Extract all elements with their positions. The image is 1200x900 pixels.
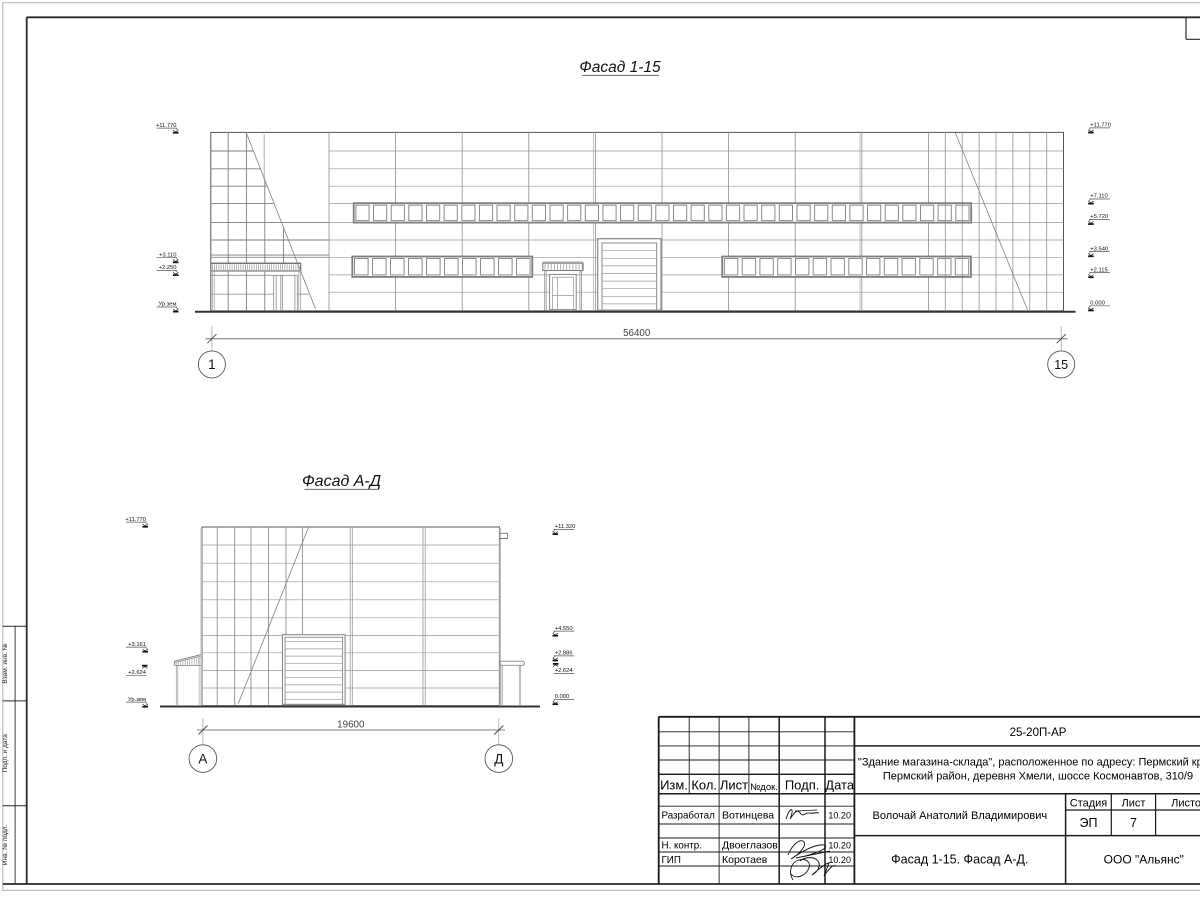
svg-text:№док.: №док. [750,782,778,793]
svg-text:Вотинцева: Вотинцева [722,810,774,822]
svg-text:+5.720: +5.720 [1090,214,1108,220]
svg-text:+3.110: +3.110 [159,252,176,258]
svg-text:+2.250: +2.250 [159,265,177,271]
svg-text:0.000: 0.000 [555,694,570,700]
svg-text:+11.770: +11.770 [125,517,146,523]
svg-text:10.20: 10.20 [828,840,851,850]
svg-text:Коротаев: Коротаев [722,854,768,866]
svg-text:+2.624: +2.624 [555,668,574,674]
svg-text:7: 7 [1130,816,1137,830]
svg-text:+2.624: +2.624 [128,670,147,676]
svg-text:+3.161: +3.161 [128,642,146,648]
svg-text:Фасад 1-15. Фасад А-Д.: Фасад 1-15. Фасад А-Д. [891,853,1028,867]
svg-text:+2.115: +2.115 [1090,267,1107,273]
svg-text:Лист: Лист [720,777,748,792]
svg-text:+4.550: +4.550 [555,626,573,632]
svg-text:Ур.зем: Ур.зем [128,697,146,703]
svg-text:+11.320: +11.320 [555,524,576,530]
svg-text:Взам. инв. №: Взам. инв. № [2,643,9,683]
svg-text:19600: 19600 [337,719,365,730]
svg-text:Разработал: Разработал [662,810,716,821]
svg-text:+11.770: +11.770 [1090,123,1111,129]
svg-text:+11.770: +11.770 [156,123,177,129]
svg-text:"Здание магазина-склада", расп: "Здание магазина-склада", расположенное … [858,756,1200,768]
svg-text:10.20: 10.20 [828,855,851,865]
svg-text:1: 1 [208,357,216,372]
svg-text:Подп. и дата: Подп. и дата [2,734,9,773]
svg-text:+2.886: +2.886 [555,651,573,657]
svg-text:ЭП: ЭП [1080,816,1098,830]
svg-text:Фасад 1-15: Фасад 1-15 [579,59,661,76]
svg-text:0.000: 0.000 [1090,301,1105,307]
svg-text:ГИП: ГИП [662,855,681,866]
svg-text:+7.110: +7.110 [1090,194,1107,200]
svg-text:15: 15 [1054,358,1068,372]
svg-text:Пермский район, деревня Хмели,: Пермский район, деревня Хмели, шоссе Кос… [883,770,1193,782]
svg-text:56400: 56400 [623,328,651,339]
svg-text:Волочай Анатолий Владимирович: Волочай Анатолий Владимирович [872,810,1047,822]
svg-text:А: А [198,752,207,767]
svg-text:Кол.: Кол. [691,777,717,792]
svg-text:25-20П-АР: 25-20П-АР [1010,727,1067,739]
svg-text:Н. контр.: Н. контр. [662,840,702,851]
svg-text:Двоеглазов: Двоеглазов [722,840,778,852]
svg-text:Подп.: Подп. [785,777,820,792]
svg-text:Стадия: Стадия [1070,797,1108,809]
svg-text:Лист: Лист [1122,797,1146,809]
svg-text:+3.540: +3.540 [1090,246,1108,252]
svg-text:Изм.: Изм. [660,777,688,792]
svg-text:ООО "Альянс": ООО "Альянс" [1104,853,1184,867]
svg-text:Инв. № подл.: Инв. № подл. [2,824,9,865]
svg-text:10.20: 10.20 [828,810,851,820]
svg-text:Фасад А-Д: Фасад А-Д [302,473,381,490]
svg-text:Листов: Листов [1171,797,1200,809]
svg-text:Д: Д [494,752,503,767]
svg-text:Ур.зем: Ур.зем [158,302,176,308]
svg-text:Дата: Дата [825,777,855,792]
